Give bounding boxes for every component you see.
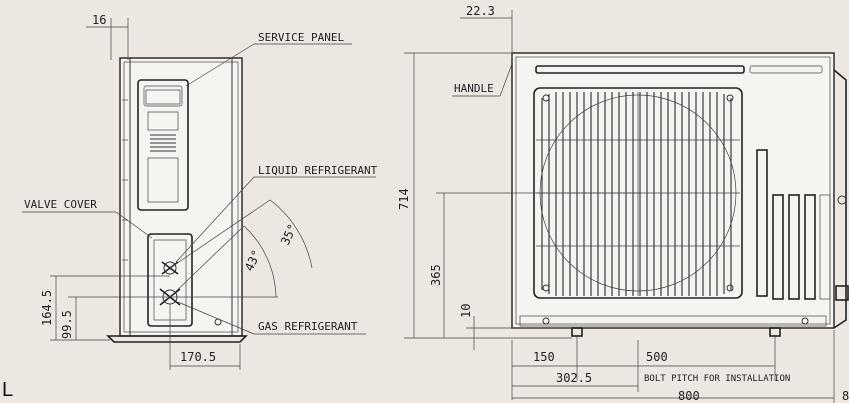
front-right-vents [756,149,831,300]
service-panel-label: SERVICE PANEL [258,31,344,44]
dim-714: 714 [397,52,572,339]
gas-refrigerant-callout: GAS REFRIGERANT [177,301,366,335]
dim-10-text: 10 [459,304,473,318]
dim-500-text: 500 [646,350,668,364]
handle-label: HANDLE [454,82,494,95]
dim-16-text: 16 [92,13,106,27]
service-panel [137,79,189,211]
dim-164-5: 164.5 [40,275,170,340]
dim-302-5-text: 302.5 [556,371,592,385]
angle-43-text: 43° [242,248,264,274]
valve-cover-label: VALVE COVER [24,198,97,211]
handle-bar [535,65,745,74]
fan-grill [536,92,740,296]
front-view-body [511,52,835,329]
angle-35-text: 35° [278,222,300,248]
dim-170-5-text: 170.5 [180,350,216,364]
dim-302-5-800: 302.5 BOLT PITCH FOR INSTALLATION 800 8 [512,330,849,403]
dim-99-5: 99.5 [50,296,168,341]
front-view: 22.3 HANDLE 714 365 10 [397,4,849,403]
foot-left [571,327,583,337]
side-base [106,335,248,343]
dim-22-3: 22.3 [460,4,513,58]
edge-digit: 8 [842,389,849,403]
dim-164-5-text: 164.5 [40,290,54,326]
dim-365: 365 [429,192,640,338]
foot-right [769,327,781,337]
dim-150-text: 150 [533,350,555,364]
handle-callout: HANDLE [452,63,513,97]
panel-vents [150,134,176,152]
liquid-refrigerant-callout: LIQUID REFRIGERANT [175,164,378,263]
valve-cover-callout: VALVE COVER [22,198,153,239]
dim-99-5-text: 99.5 [60,310,74,339]
dim-714-text: 714 [397,188,411,210]
dim-10: 10 [459,304,572,350]
dim-800-text: 800 [678,389,700,403]
margin-letter: L [2,379,13,401]
bolt-pitch-label: BOLT PITCH FOR INSTALLATION [644,374,790,384]
liquid-refrigerant-label: LIQUID REFRIGERANT [258,164,378,177]
dim-16: 16 [86,13,129,60]
edge-piping [833,69,849,329]
dim-365-text: 365 [429,264,443,286]
dim-170-5: 170.5 [169,304,241,370]
service-panel-callout: SERVICE PANEL [185,31,352,87]
side-view-body [119,57,243,337]
dim-22-3-text: 22.3 [466,4,495,18]
dim-150-500: 150 500 [511,336,776,400]
side-view: 16 SERVICE PANEL LIQUID REFRIGERANT VALV… [2,13,378,401]
gas-refrigerant-label: GAS REFRIGERANT [258,320,358,333]
